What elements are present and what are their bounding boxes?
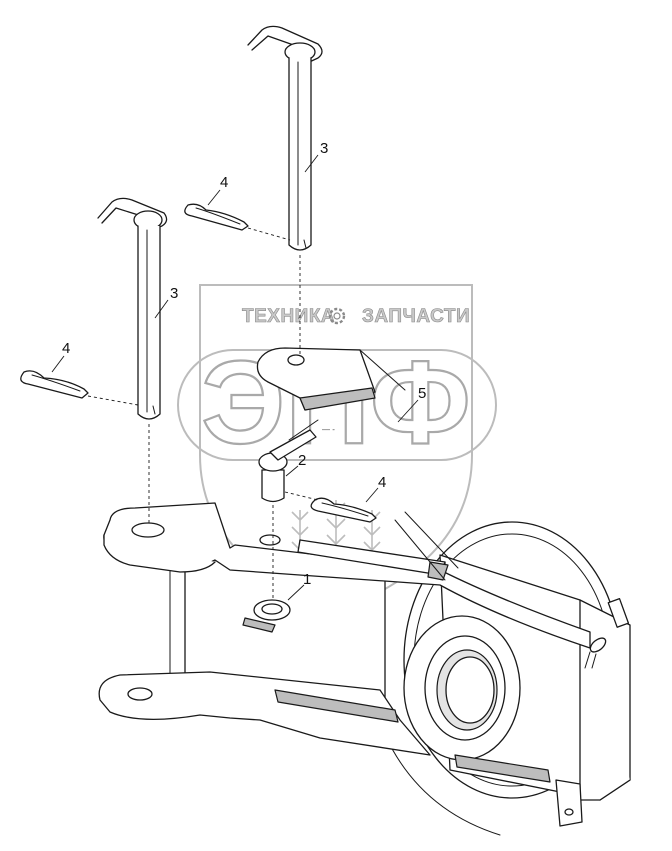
callout-3-top: 3 <box>320 140 328 157</box>
gear-icon <box>328 307 346 325</box>
cotter-clip-icon <box>584 637 607 669</box>
r-clip-part-4-mid <box>310 497 377 523</box>
callout-4-mid: 4 <box>378 474 386 491</box>
r-clip-part-4-left <box>20 370 89 399</box>
washer-part-1 <box>242 599 291 633</box>
long-pin-part-3-top <box>247 25 323 251</box>
watermark-brand-left: ТЕХНИКА <box>242 306 335 327</box>
callout-4-left: 4 <box>62 340 70 357</box>
bottom-bracket <box>98 671 431 756</box>
upper-link-plate: — - <box>256 347 406 434</box>
callout-5: 5 <box>418 385 426 402</box>
callout-1: 1 <box>303 571 311 588</box>
mounting-lug <box>555 779 583 827</box>
assembly-center-lines <box>87 227 319 600</box>
callout-3-left: 3 <box>170 285 178 302</box>
short-pin-part-2 <box>258 419 319 503</box>
callout-labels: 3 4 3 4 5 2 4 1 <box>51 140 426 601</box>
svg-text:— -: — - <box>322 425 335 434</box>
callout-2: 2 <box>298 452 306 469</box>
long-pin-part-3-left <box>97 197 168 420</box>
callout-4-top: 4 <box>220 174 228 191</box>
hinge-arm-plate <box>103 502 591 649</box>
watermark-brand-right: ЗАПЧАСТИ <box>362 306 470 327</box>
r-clip-part-4-top <box>184 203 249 231</box>
